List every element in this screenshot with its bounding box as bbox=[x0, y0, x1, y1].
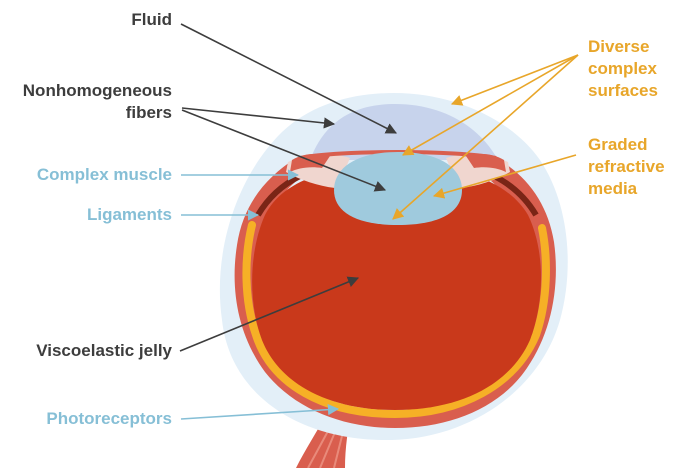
label-viscoelastic-jelly-text: Viscoelastic jelly bbox=[36, 341, 172, 360]
label-surfaces-line3: surfaces bbox=[588, 80, 677, 102]
surfaces-arrow-1 bbox=[452, 55, 578, 104]
label-surfaces-line1: Diverse bbox=[588, 36, 677, 58]
label-fibers-line2: fibers bbox=[0, 102, 172, 124]
label-surfaces-line2: complex bbox=[588, 58, 677, 80]
label-fluid-text: Fluid bbox=[131, 10, 172, 29]
label-ligaments-text: Ligaments bbox=[87, 205, 172, 224]
label-photoreceptors-text: Photoreceptors bbox=[46, 409, 172, 428]
label-surfaces: Diverse complex surfaces bbox=[588, 36, 677, 102]
fluid-arrow bbox=[181, 24, 396, 133]
label-media-line2: refractive bbox=[588, 156, 677, 178]
label-fibers-line1: Nonhomogeneous bbox=[0, 80, 172, 102]
label-fibers: Nonhomogeneous fibers bbox=[0, 80, 172, 124]
label-viscoelastic-jelly: Viscoelastic jelly bbox=[0, 340, 172, 362]
label-complex-muscle: Complex muscle bbox=[0, 164, 172, 186]
label-media-line1: Graded bbox=[588, 134, 677, 156]
label-media-line3: media bbox=[588, 178, 677, 200]
label-fluid: Fluid bbox=[60, 9, 172, 31]
label-complex-muscle-text: Complex muscle bbox=[37, 165, 172, 184]
label-ligaments: Ligaments bbox=[0, 204, 172, 226]
label-photoreceptors: Photoreceptors bbox=[0, 408, 172, 430]
label-media: Graded refractive media bbox=[588, 134, 677, 200]
